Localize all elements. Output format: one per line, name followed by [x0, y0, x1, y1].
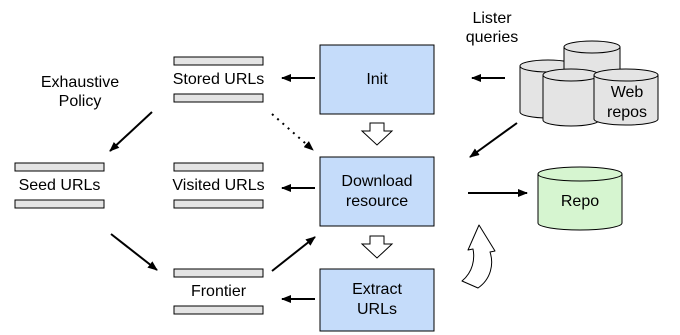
extract-text-line1: Extract — [352, 281, 402, 298]
init-box — [319, 44, 435, 115]
download-text-line2: resource — [345, 192, 409, 210]
web-repos-text-line1: Web — [610, 84, 644, 101]
lister-queries-label: Lister queries — [436, 9, 548, 47]
arrow-frontier-to-download — [271, 236, 316, 272]
extract-urls-box — [319, 268, 435, 332]
web-repos-label: Web repos — [596, 82, 658, 124]
arrow-policy-to-seed — [109, 111, 153, 152]
web-repos-cylinders — [519, 40, 659, 127]
visited-urls-text: Visited URLs — [170, 177, 267, 194]
visited-urls-label: Visited URLs — [158, 176, 279, 195]
frontier-queue — [173, 268, 264, 315]
extract-urls-label: Extract URLs — [320, 269, 434, 331]
stored-urls-queue — [173, 56, 264, 103]
extract-text-line2: URLs — [356, 301, 397, 318]
download-resource-label: Download resource — [320, 157, 434, 226]
download-resource-box — [319, 156, 435, 227]
seed-urls-label: Seed URLs — [2, 176, 117, 195]
download-text-line1: Download — [341, 172, 413, 190]
exhaustive-text-line2: Policy — [58, 93, 102, 110]
seed-urls-queue — [14, 162, 105, 209]
stored-urls-text: Stored URLs — [170, 71, 267, 88]
loop-arrow-extract-to-download — [461, 224, 496, 289]
arrow-stored-to-download-dotted — [271, 113, 314, 151]
web-repos-text-line2: repos — [606, 104, 648, 121]
arrow-seed-to-frontier — [110, 233, 158, 271]
arrow-web-to-download — [469, 122, 518, 158]
exhaustive-text-line1: Exhaustive — [40, 74, 120, 91]
repo-label: Repo — [538, 181, 622, 223]
hollow-arrow-init-to-download — [360, 122, 394, 146]
repo-text: Repo — [560, 193, 600, 210]
frontier-label: Frontier — [174, 282, 263, 301]
hollow-arrow-download-to-extract — [360, 235, 394, 259]
visited-urls-queue — [173, 162, 264, 209]
lister-text-line2: queries — [465, 29, 519, 46]
stored-urls-label: Stored URLs — [160, 70, 277, 89]
repo-cylinder — [537, 166, 623, 231]
lister-text-line1: Lister — [472, 10, 512, 27]
frontier-text: Frontier — [188, 283, 249, 300]
seed-urls-text: Seed URLs — [16, 177, 103, 194]
init-text: Init — [366, 70, 388, 88]
exhaustive-policy-label: Exhaustive Policy — [20, 73, 140, 111]
init-label: Init — [320, 45, 434, 114]
